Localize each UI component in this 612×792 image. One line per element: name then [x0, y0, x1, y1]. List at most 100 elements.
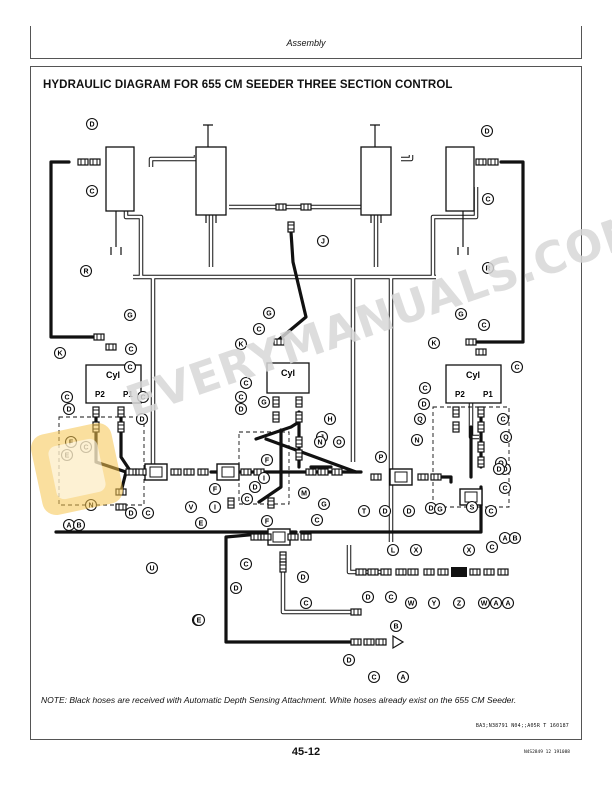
callout-n: N — [313, 435, 327, 449]
callout-q: Q — [413, 412, 427, 426]
callout-r: R — [481, 261, 495, 275]
svg-text:F: F — [213, 487, 218, 494]
svg-text:K: K — [57, 351, 62, 358]
svg-text:D: D — [233, 586, 238, 593]
callout-layer: DCRGCKCCDCDEFCNABDCVIFGCKCCDGHJMFIDCEFGC… — [53, 117, 524, 684]
svg-text:D: D — [421, 402, 426, 409]
callout-x: X — [409, 543, 423, 557]
callout-c: C — [477, 318, 491, 332]
callout-r: R — [79, 264, 93, 278]
callout-c: C — [136, 390, 150, 404]
svg-text:K: K — [238, 342, 243, 349]
svg-text:D: D — [89, 122, 94, 129]
figure-code: BA3;N38791 N04;;A05R T 160187 — [475, 723, 569, 729]
svg-text:D: D — [382, 509, 387, 516]
svg-text:G: G — [127, 313, 133, 320]
callout-c: C — [239, 557, 253, 571]
callout-c: C — [496, 412, 510, 426]
callout-g: G — [257, 395, 271, 409]
svg-text:D: D — [252, 485, 257, 492]
callout-x: X — [462, 543, 476, 557]
svg-text:G: G — [266, 311, 272, 318]
callout-n: N — [84, 498, 98, 512]
header-box: Assembly — [30, 26, 582, 59]
callout-c: C — [239, 376, 253, 390]
callout-w: W — [404, 596, 418, 610]
svg-text:O: O — [336, 440, 342, 447]
callout-d: D — [296, 570, 310, 584]
svg-text:C: C — [371, 675, 376, 682]
callout-t: T — [357, 504, 371, 518]
svg-text:C: C — [243, 381, 248, 388]
svg-text:D: D — [406, 509, 411, 516]
svg-text:D: D — [484, 129, 489, 136]
callout-f: F — [64, 435, 78, 449]
cylinder-top-3 — [360, 146, 392, 216]
svg-text:C: C — [488, 509, 493, 516]
cyl-label-center: Cyl — [281, 368, 295, 378]
callout-s: S — [465, 500, 479, 514]
svg-text:D: D — [128, 511, 133, 518]
svg-text:I: I — [263, 476, 265, 483]
callout-v: V — [184, 500, 198, 514]
svg-text:C: C — [500, 417, 505, 424]
svg-text:C: C — [128, 347, 133, 354]
diagram-title: HYDRAULIC DIAGRAM FOR 655 CM SEEDER THRE… — [43, 79, 453, 91]
svg-text:N: N — [317, 440, 322, 447]
svg-text:C: C — [489, 545, 494, 552]
callout-k: K — [427, 336, 441, 350]
valve-block-right — [445, 364, 502, 404]
hydraulic-diagram: Cyl Cyl Cyl P2 P1 P2 P1 — [49, 117, 525, 684]
svg-text:C: C — [243, 562, 248, 569]
callout-g: G — [262, 306, 276, 320]
callout-d: D — [492, 462, 506, 476]
svg-text:B: B — [76, 523, 81, 530]
callout-k: K — [234, 337, 248, 351]
svg-text:C: C — [514, 365, 519, 372]
svg-text:I: I — [214, 505, 216, 512]
svg-text:Q: Q — [503, 435, 509, 442]
callout-d: D — [135, 412, 149, 426]
callout-y: Y — [427, 596, 441, 610]
callout-c: C — [85, 184, 99, 198]
callout-c: C — [418, 381, 432, 395]
callout-d: D — [62, 402, 76, 416]
callout-c: C — [141, 506, 155, 520]
svg-text:C: C — [388, 595, 393, 602]
svg-text:J: J — [321, 239, 325, 246]
svg-text:G: G — [261, 400, 267, 407]
svg-text:A: A — [493, 601, 498, 608]
page-number: 45-12 — [291, 746, 321, 758]
svg-text:C: C — [244, 497, 249, 504]
callout-g: G — [454, 307, 468, 321]
callout-d: D — [85, 117, 99, 131]
svg-text:Y: Y — [432, 601, 437, 608]
svg-text:D: D — [346, 658, 351, 665]
callout-d: D — [124, 506, 138, 520]
svg-text:N: N — [414, 438, 419, 445]
callout-j: J — [316, 234, 330, 248]
callout-e: E — [192, 613, 206, 627]
callout-c: C — [384, 590, 398, 604]
section-title: Assembly — [286, 38, 326, 48]
callout-c: C — [234, 390, 248, 404]
callout-d: D — [229, 581, 243, 595]
valve-block-center — [266, 362, 310, 394]
svg-text:Q: Q — [417, 417, 423, 424]
page-code: N4S2849 12 191088 — [523, 750, 570, 755]
svg-text:S: S — [470, 505, 475, 512]
callout-c: C — [252, 322, 266, 336]
svg-text:H: H — [327, 417, 332, 424]
callout-g: G — [433, 502, 447, 516]
callout-c: C — [299, 596, 313, 610]
svg-text:D: D — [428, 506, 433, 513]
svg-text:D: D — [496, 467, 501, 474]
svg-text:W: W — [481, 601, 488, 608]
svg-text:C: C — [256, 327, 261, 334]
callout-d: D — [248, 480, 262, 494]
cylinder-top-4 — [445, 146, 475, 212]
svg-text:X: X — [414, 548, 419, 555]
diagram-frame: HYDRAULIC DIAGRAM FOR 655 CM SEEDER THRE… — [30, 66, 582, 740]
svg-text:D: D — [300, 575, 305, 582]
svg-text:C: C — [64, 395, 69, 402]
